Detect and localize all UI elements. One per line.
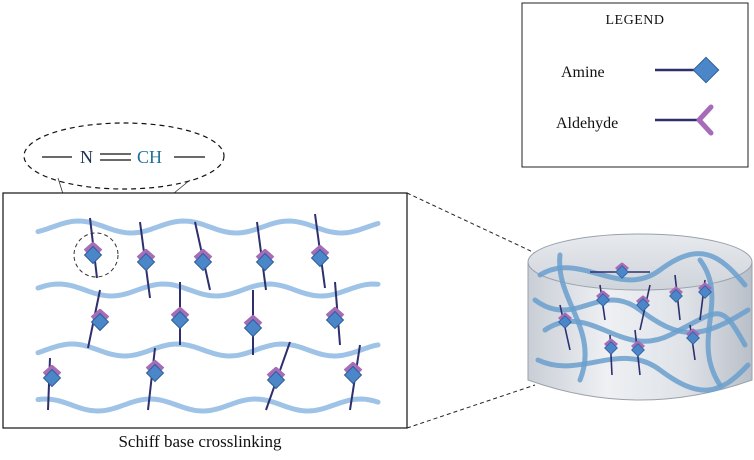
- amine-mark: [669, 289, 683, 303]
- amine-mark: [615, 265, 629, 279]
- amine-mark: [604, 341, 618, 355]
- amine-mark: [636, 298, 650, 312]
- bond-atom-ch: CH: [137, 147, 162, 167]
- aldehyde-mark: [558, 312, 572, 321]
- hydrogel-schiff-node: [636, 295, 650, 312]
- aldehyde-mark: [686, 328, 700, 337]
- schiff-base-node: [325, 307, 345, 330]
- hydrogel-cylinder: [527, 233, 753, 401]
- aldehyde-y-icon: [655, 104, 714, 136]
- aldehyde-mark: [170, 307, 190, 318]
- schiff-base-node: [266, 367, 286, 390]
- schiff-base-node: [343, 362, 363, 385]
- schiff-base-node: [145, 360, 165, 383]
- aldehyde-mark: [243, 315, 263, 326]
- hydrogel-schiff-node: [669, 286, 683, 303]
- hydrogel-polymer-strands: [532, 251, 751, 393]
- hydrogel-schiff-node: [558, 312, 572, 329]
- hydrogel-schiff-node: [631, 340, 645, 357]
- aldehyde-mark: [604, 338, 618, 347]
- zoom-circle: [73, 232, 119, 278]
- legend-label-amine: Amine: [561, 64, 605, 81]
- hydrogel-strand: [697, 257, 723, 388]
- schiff-base-node: [243, 315, 263, 338]
- aldehyde-mark: [145, 360, 165, 371]
- aldehyde-mark: [615, 262, 629, 271]
- hydrogel-schiff-node: [604, 338, 618, 355]
- amine-mark: [136, 252, 156, 272]
- schiff-base-node: [255, 249, 275, 272]
- schiff-base-node: [193, 249, 213, 272]
- schiff-base-node: [310, 245, 330, 268]
- projection-line-bottom: [406, 384, 536, 429]
- aldehyde-mark: [136, 249, 156, 260]
- aldehyde-mark: [42, 365, 62, 376]
- hydrogel-crosslinks: [558, 262, 712, 376]
- aldehyde-mark: [90, 309, 110, 320]
- legend-box: [521, 2, 749, 168]
- amine-mark: [243, 318, 263, 338]
- schiff-base-node: [170, 307, 190, 330]
- crosslink-line: [147, 347, 156, 411]
- schiff-base-node: [136, 249, 156, 272]
- polymer-chain: [35, 396, 381, 414]
- aldehyde-mark: [596, 290, 610, 299]
- amine-mark: [631, 343, 645, 357]
- amine-mark: [90, 312, 110, 332]
- hydrogel-schiff-node: [615, 262, 629, 279]
- aldehyde-mark: [255, 249, 275, 260]
- schiff-base-node: [83, 242, 103, 265]
- hydrogel-schiff-node: [596, 290, 610, 307]
- legend-title: LEGEND: [606, 13, 665, 28]
- hydrogel-strand: [557, 252, 588, 383]
- amine-mark: [325, 310, 345, 330]
- aldehyde-mark: [310, 245, 330, 256]
- amine-mark: [42, 368, 62, 388]
- legend-label-aldehyde: Aldehyde: [556, 115, 618, 132]
- amine-mark: [170, 310, 190, 330]
- hydrogel-strand: [537, 251, 748, 288]
- aldehyde-mark: [669, 286, 683, 295]
- aldehyde-mark: [698, 282, 712, 291]
- network-panel: [2, 192, 408, 429]
- legend: LEGEND Amine Aldehyde: [521, 2, 749, 168]
- amine-mark: [145, 363, 165, 383]
- amine-mark: [255, 252, 275, 272]
- amine-mark: [558, 315, 572, 329]
- projection-line-top: [406, 192, 536, 254]
- polymer-chain: [35, 218, 381, 236]
- schiff-base-node: [90, 309, 110, 332]
- caption: Schiff base crosslinking: [118, 432, 282, 451]
- amine-mark: [193, 252, 213, 272]
- hydrogel-schiff-node: [698, 282, 712, 299]
- schiff-base-node: [42, 365, 62, 388]
- callout-ellipse: [23, 122, 225, 190]
- amine-mark: [83, 245, 103, 265]
- aldehyde-mark: [83, 242, 103, 253]
- aldehyde-mark: [343, 362, 363, 373]
- aldehyde-mark: [266, 367, 286, 378]
- amine-mark: [698, 285, 712, 299]
- aldehyde-mark: [636, 295, 650, 304]
- hydrogel-schiff-node: [686, 328, 700, 345]
- amine-mark: [343, 365, 363, 385]
- amine-diamond-icon: [655, 56, 720, 84]
- amine-mark: [310, 248, 330, 268]
- amine-mark: [686, 331, 700, 345]
- amine-mark: [266, 370, 286, 390]
- polymer-chain: [35, 341, 381, 359]
- polymer-chain: [35, 281, 381, 299]
- aldehyde-mark: [325, 307, 345, 318]
- aldehyde-mark: [631, 340, 645, 349]
- amine-mark: [596, 293, 610, 307]
- aldehyde-mark: [193, 249, 213, 260]
- bond-atom-n: N: [80, 147, 93, 167]
- polymer-network: [35, 213, 381, 414]
